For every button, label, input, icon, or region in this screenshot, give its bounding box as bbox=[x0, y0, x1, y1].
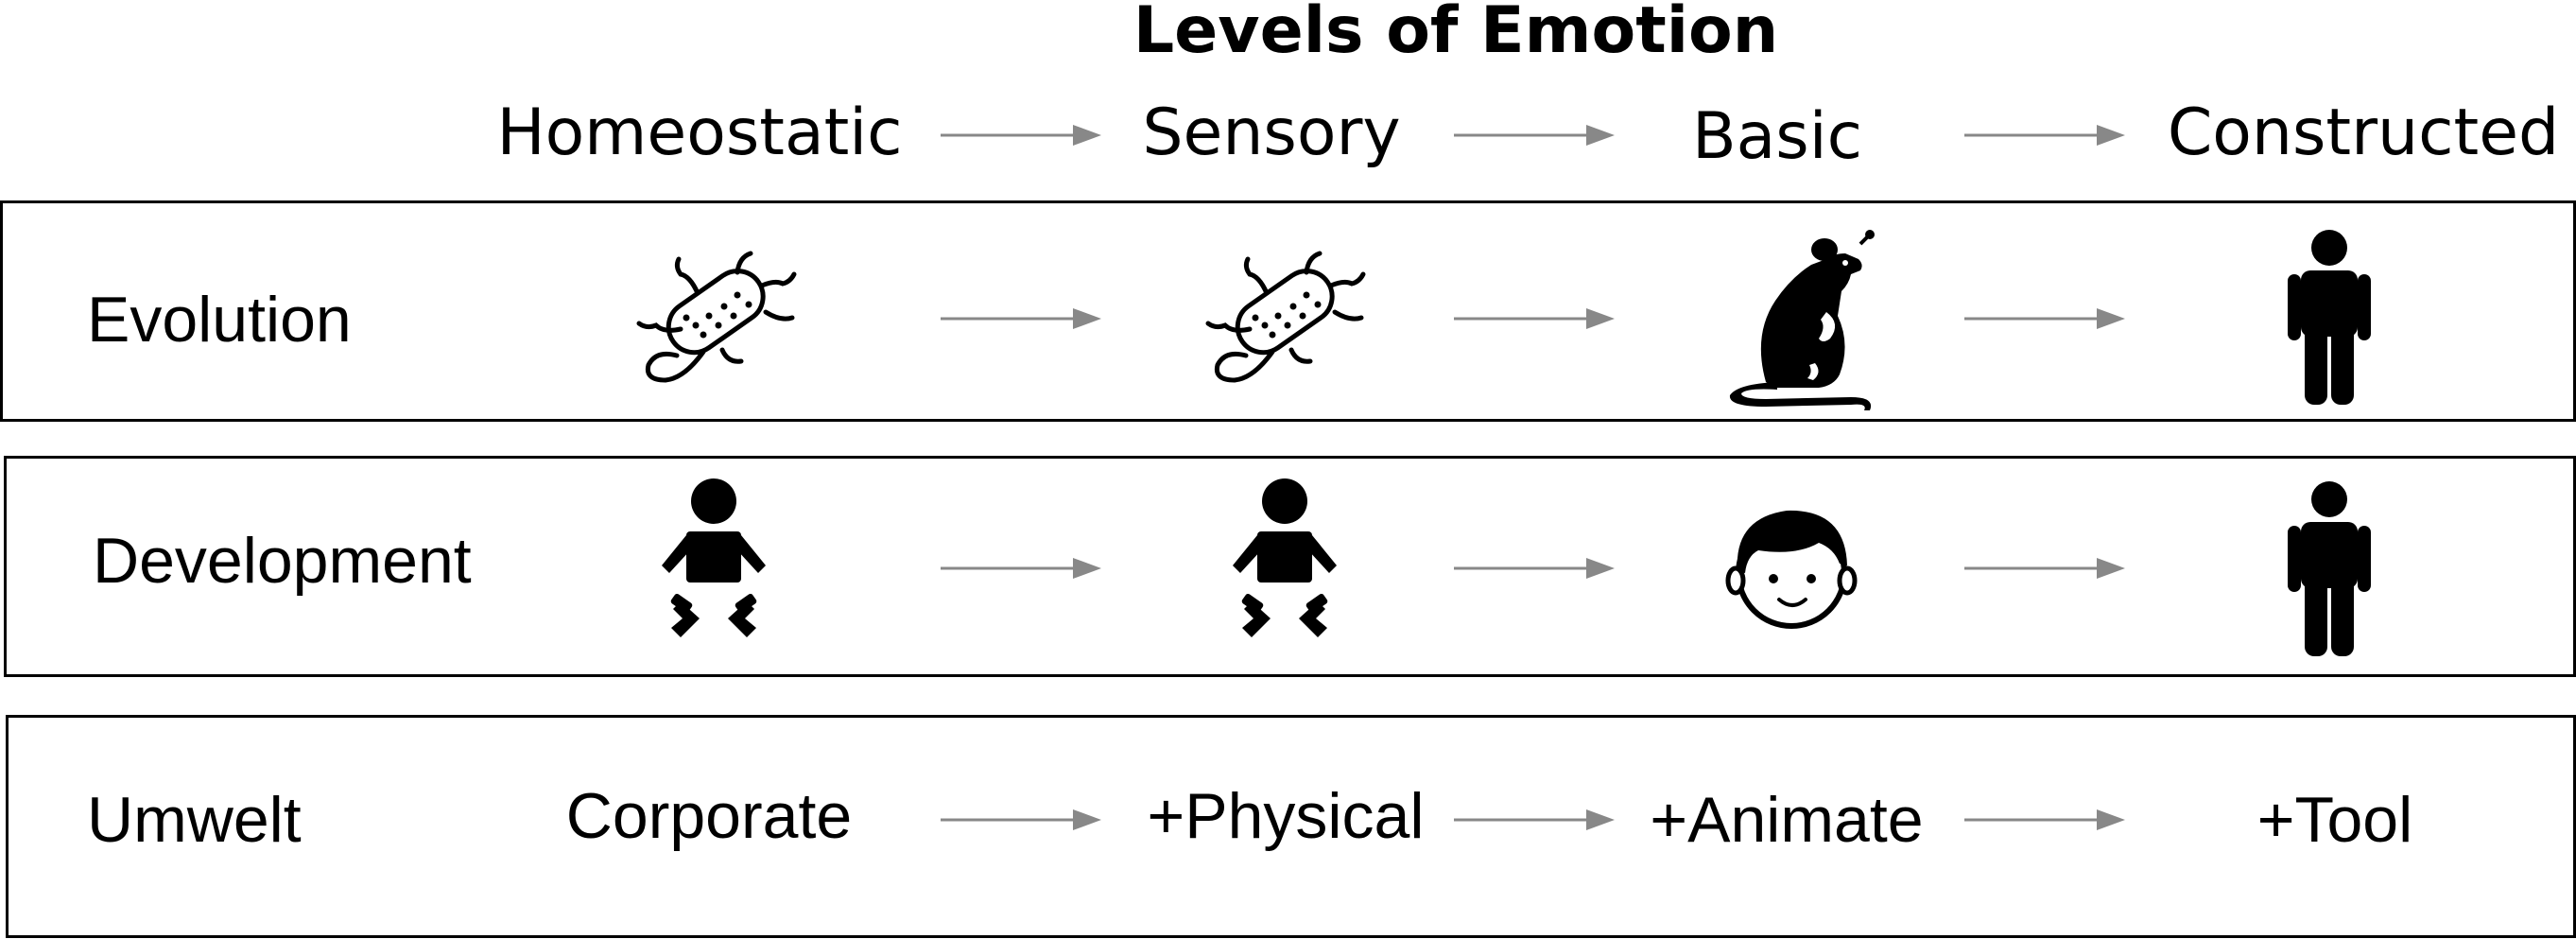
umwelt-item-physical: +Physical bbox=[1147, 780, 1425, 852]
baby-icon bbox=[662, 478, 766, 637]
rat-icon bbox=[1729, 230, 1875, 410]
umwelt-item-corporate: Corporate bbox=[565, 780, 853, 852]
row-evolution-box bbox=[0, 200, 2576, 422]
arrow-icon bbox=[1964, 809, 2125, 830]
baby-icon bbox=[1233, 478, 1337, 637]
row-label-umwelt: Umwelt bbox=[87, 784, 302, 856]
row-development-box bbox=[4, 456, 2576, 677]
arrow-icon bbox=[1454, 809, 1615, 830]
umwelt-item-animate: +Animate bbox=[1650, 784, 1924, 856]
bacterium-icon bbox=[1205, 251, 1366, 383]
column-header-sensory: Sensory bbox=[1142, 96, 1401, 170]
arrow-icon bbox=[1454, 125, 1615, 146]
arrow-icon bbox=[941, 125, 1101, 146]
column-header-constructed: Constructed bbox=[2167, 96, 2560, 170]
arrow-icon bbox=[1454, 308, 1615, 329]
umwelt-item-tool: +Tool bbox=[2256, 784, 2413, 856]
adult-person-icon bbox=[2288, 481, 2371, 656]
column-header-homeostatic: Homeostatic bbox=[496, 96, 903, 170]
arrow-icon bbox=[941, 809, 1101, 830]
row-label-evolution: Evolution bbox=[87, 284, 352, 356]
arrow-icon bbox=[1964, 125, 2125, 146]
row-umwelt-box bbox=[6, 715, 2576, 938]
diagram-title: Levels of Emotion bbox=[1132, 0, 1779, 68]
arrow-icon bbox=[1964, 308, 2125, 329]
column-header-basic: Basic bbox=[1691, 99, 1863, 174]
arrow-icon bbox=[1964, 558, 2125, 579]
arrow-icon bbox=[941, 308, 1101, 329]
row-label-development: Development bbox=[93, 525, 472, 597]
arrow-icon bbox=[941, 558, 1101, 579]
adult-person-icon bbox=[2288, 230, 2371, 405]
arrow-icon bbox=[1454, 558, 1615, 579]
bacterium-icon bbox=[636, 251, 797, 383]
child-face-icon bbox=[1725, 510, 1858, 629]
